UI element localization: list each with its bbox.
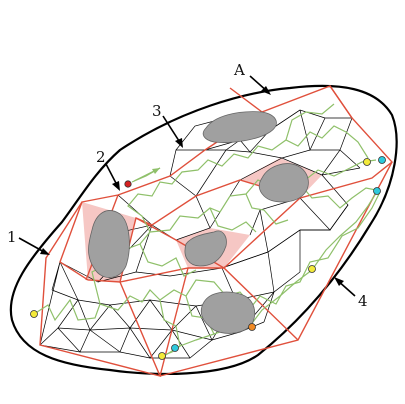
obstacle-bottom (200, 291, 256, 334)
node-cyan-bottom (171, 344, 179, 352)
label-3: 3 (152, 102, 162, 120)
obstacle-center (184, 230, 227, 267)
robot-path (33, 103, 381, 357)
obstacle-right (258, 163, 309, 203)
node-cyan-right (373, 187, 381, 195)
obstacle-left (88, 210, 130, 278)
obstacle-top (202, 111, 277, 143)
node-yellow-top-right (363, 158, 371, 166)
label-arrows (18, 75, 356, 297)
obstacles (88, 111, 309, 334)
node-yellow-right (308, 265, 316, 273)
node-cyan-top-right (378, 156, 386, 164)
node-orange-bottom (248, 323, 256, 331)
node-yellow-left (30, 310, 38, 318)
outer-boundary (9, 84, 398, 376)
node-red (124, 180, 132, 188)
label-a: A (233, 61, 245, 79)
path-arrow (133, 167, 161, 182)
label-4: 4 (358, 292, 368, 310)
label-1: 1 (7, 228, 17, 246)
nodes (30, 156, 386, 360)
label-2: 2 (96, 148, 106, 166)
node-yellow-bottom (158, 352, 166, 360)
